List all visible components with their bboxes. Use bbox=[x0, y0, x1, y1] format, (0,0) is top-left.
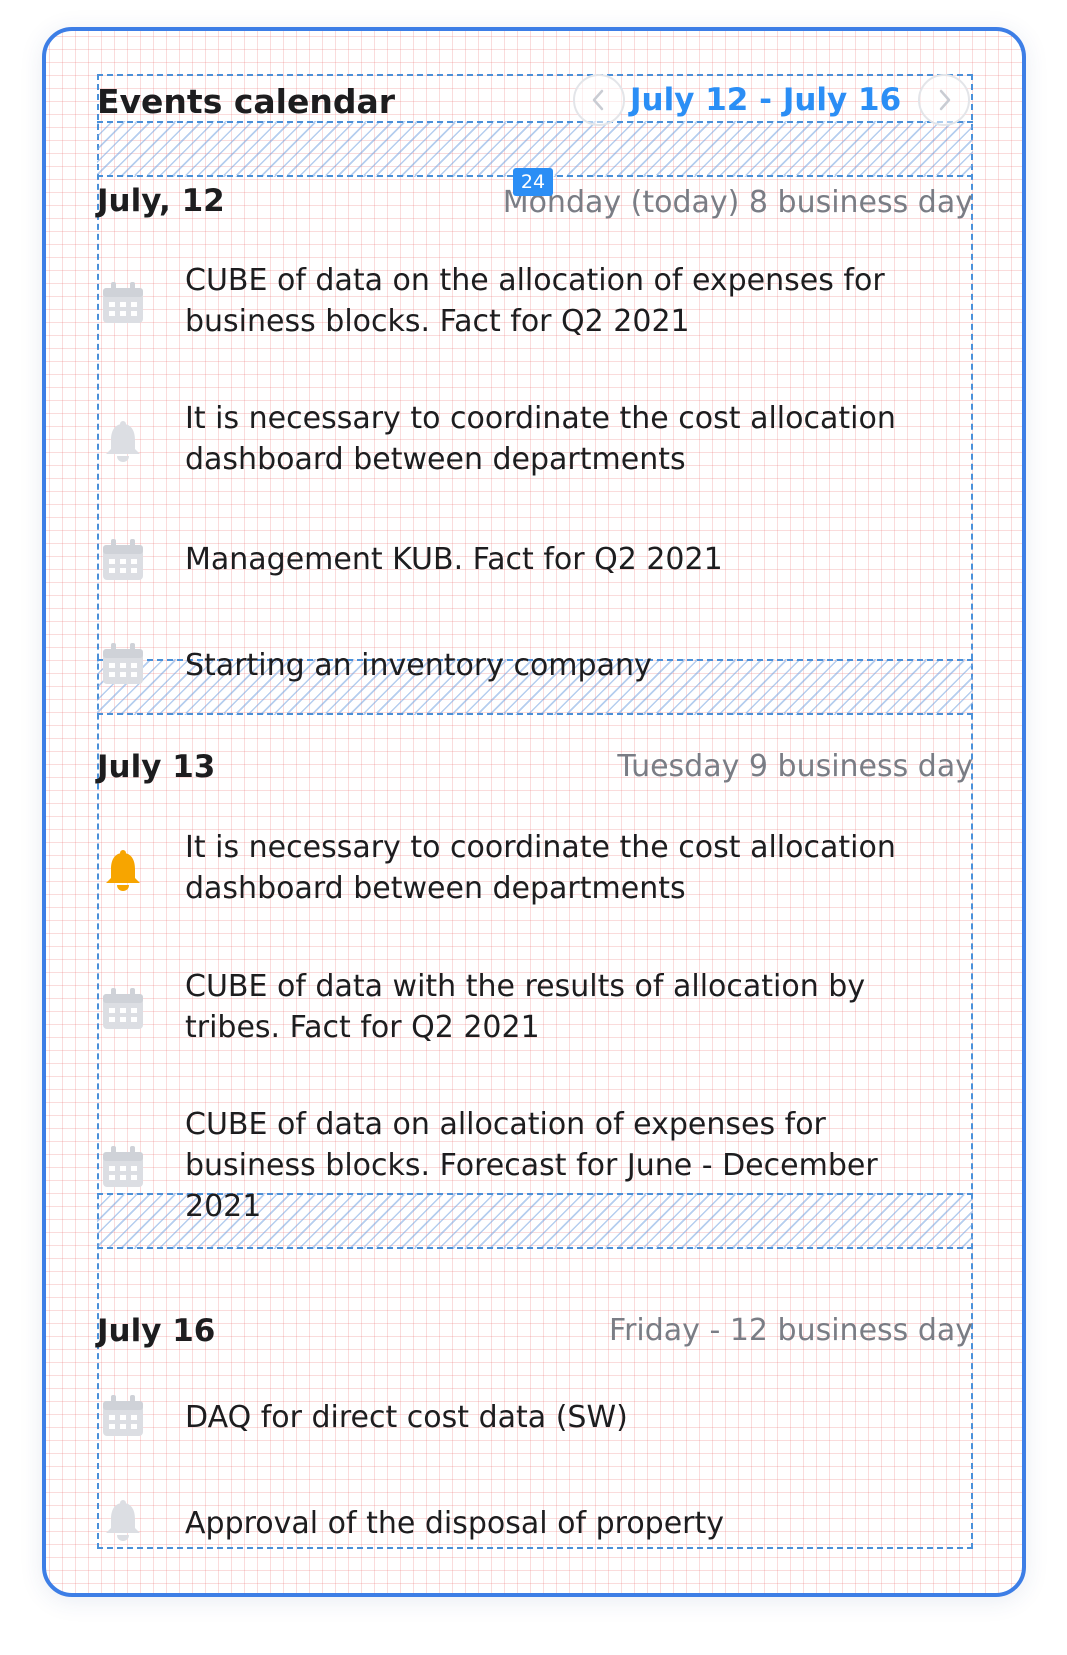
day-date: July, 12 bbox=[97, 183, 225, 219]
event-text: CUBE of data on allocation of expenses f… bbox=[185, 1107, 878, 1224]
calendar-icon bbox=[100, 1393, 146, 1439]
day-info: Monday (today) 8 business day bbox=[502, 185, 973, 220]
calendar-icon bbox=[100, 1144, 146, 1190]
next-week-button[interactable] bbox=[918, 74, 970, 126]
event-text: Starting an inventory company bbox=[185, 648, 652, 683]
bell-icon-active bbox=[100, 847, 146, 893]
calendar-icon bbox=[100, 641, 146, 687]
day-info: Tuesday 9 business day bbox=[617, 749, 973, 784]
date-range: July 12 - July 16 bbox=[630, 82, 902, 118]
event-text: It is necessary to coordinate the cost a… bbox=[185, 830, 896, 906]
page-title: Events calendar bbox=[97, 82, 396, 121]
spacing-guide bbox=[97, 659, 973, 715]
calendar-icon bbox=[100, 986, 146, 1032]
bell-icon bbox=[100, 1497, 146, 1543]
chevron-left-icon bbox=[592, 89, 604, 111]
event-text: Approval of the disposal of property bbox=[185, 1506, 725, 1541]
layout-guide-frame bbox=[97, 74, 973, 1549]
events-calendar-card bbox=[42, 27, 1026, 1597]
spacing-guide bbox=[97, 121, 973, 177]
calendar-icon bbox=[100, 537, 146, 583]
day-date: July 13 bbox=[97, 749, 216, 785]
chevron-right-icon bbox=[939, 89, 951, 111]
event-text: DAQ for direct cost data (SW) bbox=[185, 1400, 628, 1435]
day-info: Friday - 12 business day bbox=[609, 1313, 973, 1348]
spacing-guide bbox=[97, 1193, 973, 1249]
calendar-icon bbox=[100, 280, 146, 326]
event-text: CUBE of data with the results of allocat… bbox=[185, 969, 866, 1045]
prev-week-button[interactable] bbox=[573, 74, 625, 126]
bell-icon bbox=[100, 418, 146, 464]
event-text: Management KUB. Fact for Q2 2021 bbox=[185, 542, 723, 577]
spacing-badge: 24 bbox=[513, 168, 553, 196]
event-text: CUBE of data on the allocation of expens… bbox=[185, 263, 885, 339]
day-date: July 16 bbox=[97, 1313, 216, 1349]
event-text: It is necessary to coordinate the cost a… bbox=[185, 401, 896, 477]
